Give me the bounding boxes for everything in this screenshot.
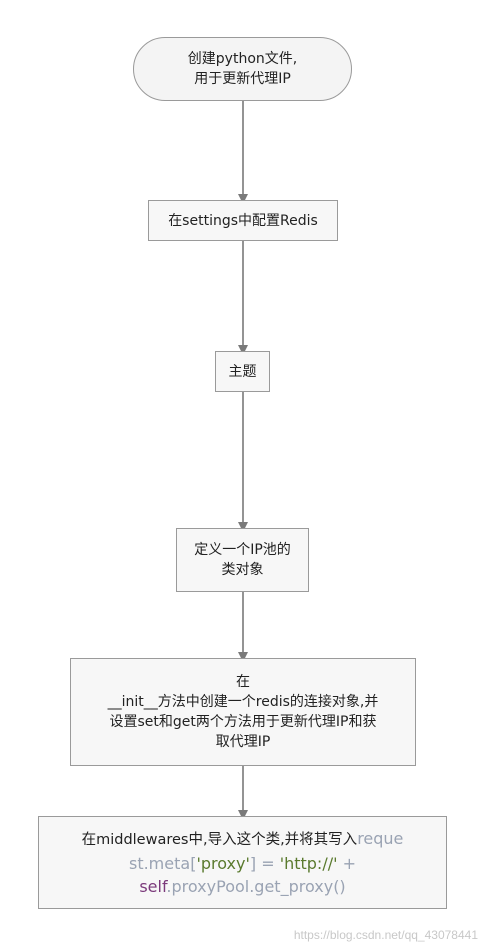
init-method-node: 在 __init__方法中创建一个redis的连接对象,并 设置set和get两… bbox=[70, 658, 416, 766]
middlewares-line1: 在middlewares中,导入这个类,并将其写入reque bbox=[82, 827, 404, 852]
define-ip-pool-line2: 类对象 bbox=[221, 562, 264, 578]
code-assign: ] = bbox=[249, 854, 280, 873]
code-st-meta: st.meta[ bbox=[128, 854, 197, 873]
code-self: self bbox=[139, 877, 167, 896]
topic-label: 主题 bbox=[228, 363, 257, 380]
topic-node: 主题 bbox=[215, 351, 270, 392]
start-node-line1: 创建python文件, bbox=[187, 51, 298, 67]
start-node: 创建python文件, 用于更新代理IP bbox=[133, 37, 352, 101]
watermark: https://blog.csdn.net/qq_43078441 bbox=[293, 928, 478, 942]
init-method-line4: 取代理IP bbox=[215, 734, 271, 750]
define-ip-pool-line1: 定义一个IP池的 bbox=[194, 542, 291, 558]
configure-redis-node: 在settings中配置Redis bbox=[148, 200, 338, 241]
start-node-line2: 用于更新代理IP bbox=[194, 71, 291, 87]
define-ip-pool-node: 定义一个IP池的 类对象 bbox=[176, 528, 309, 592]
middlewares-line2: st.meta['proxy'] = 'http://' + bbox=[129, 852, 356, 875]
configure-redis-label: 在settings中配置Redis bbox=[168, 212, 318, 229]
code-get-proxy: .proxyPool.get_proxy() bbox=[166, 877, 346, 896]
code-proxy-key: 'proxy' bbox=[196, 854, 250, 873]
code-plus: + bbox=[337, 854, 356, 873]
middlewares-node: 在middlewares中,导入这个类,并将其写入reque st.meta['… bbox=[38, 816, 447, 909]
code-http-string: 'http://' bbox=[279, 854, 338, 873]
init-method-line1: 在 bbox=[236, 674, 250, 690]
middlewares-prefix: 在middlewares中,导入这个类,并将其写入 bbox=[81, 832, 358, 848]
init-method-line2: __init__方法中创建一个redis的连接对象,并 bbox=[107, 694, 379, 710]
code-reque: reque bbox=[357, 829, 404, 848]
middlewares-line3: self.proxyPool.get_proxy() bbox=[139, 875, 345, 898]
init-method-line3: 设置set和get两个方法用于更新代理IP和获 bbox=[109, 714, 377, 730]
